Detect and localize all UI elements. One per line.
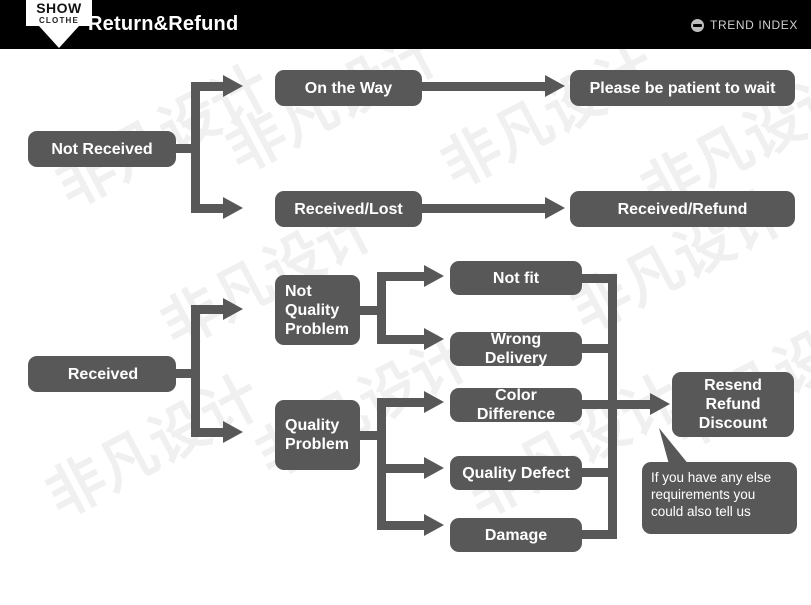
node-color-difference[interactable]: Color Difference <box>450 387 582 423</box>
arrow-to-please-wait <box>545 75 565 97</box>
connector-leaf-damage-out <box>580 530 616 539</box>
connector-on-the-way-to-wait <box>420 82 548 91</box>
node-on-the-way[interactable]: On the Way <box>275 70 422 106</box>
brand-mark: TREND INDEX <box>691 18 798 32</box>
brand-label: TREND INDEX <box>710 18 798 32</box>
connector-received-stem <box>174 369 200 378</box>
trend-index-icon <box>691 18 705 32</box>
node-label: Quality Problem <box>285 417 350 453</box>
node-label: Received/Lost <box>294 200 403 218</box>
arrow-to-damage <box>424 514 444 536</box>
node-label: Damage <box>484 526 548 544</box>
connector-to-wrong-delivery <box>377 335 425 344</box>
logo-primary-text: SHOW <box>36 0 82 16</box>
node-label: Received <box>67 365 139 383</box>
node-label: Wrong Delivery <box>484 331 548 367</box>
node-label: On the Way <box>304 79 393 97</box>
arrow-to-not-quality-problem <box>223 298 243 320</box>
arrow-to-quality-problem <box>223 421 243 443</box>
connector-to-quality-defect <box>377 464 425 473</box>
node-quality-defect[interactable]: Quality Defect <box>450 456 582 490</box>
node-damage[interactable]: Damage <box>450 518 582 552</box>
arrow-to-not-fit <box>424 265 444 287</box>
connector-to-not-fit <box>377 272 425 281</box>
connector-to-color-difference <box>377 398 425 407</box>
arrow-to-resend <box>650 393 670 415</box>
arrow-to-received-refund <box>545 197 565 219</box>
node-wrong-delivery[interactable]: Wrong Delivery <box>450 331 582 367</box>
arrow-to-received-lost <box>223 197 243 219</box>
logo-banner-shape <box>26 0 92 26</box>
node-please-be-patient-to-wait[interactable]: Please be patient to wait <box>570 70 795 106</box>
node-label: Color Difference <box>476 387 556 423</box>
connector-not-received-bus <box>191 82 200 213</box>
page-title: Return&Refund <box>88 13 239 35</box>
node-label: Not fit <box>492 269 540 287</box>
connector-leaf-color-difference-out <box>580 400 616 409</box>
callout-note: If you have any else requirements you co… <box>642 462 797 534</box>
node-label: Resend Refund Discount <box>698 377 768 432</box>
connector-leaf-not-fit-out <box>580 274 616 283</box>
connector-to-damage <box>377 521 425 530</box>
node-label: Received/Refund <box>617 200 748 218</box>
connector-nqp-stem <box>358 306 384 315</box>
connector-qp-stem <box>358 431 384 440</box>
arrow-to-color-difference <box>424 391 444 413</box>
node-received-refund[interactable]: Received/Refund <box>570 191 795 227</box>
arrow-to-quality-defect <box>424 457 444 479</box>
arrow-to-wrong-delivery <box>424 328 444 350</box>
node-not-fit[interactable]: Not fit <box>450 261 582 295</box>
node-label: Not Quality Problem <box>285 282 350 338</box>
arrow-to-on-the-way <box>223 75 243 97</box>
connector-received-lost-to-refund <box>420 204 548 213</box>
connector-nqp-bus <box>377 272 386 344</box>
logo-triangle-icon <box>39 26 79 48</box>
node-not-quality-problem[interactable]: Not Quality Problem <box>275 275 360 345</box>
node-received-lost[interactable]: Received/Lost <box>275 191 422 227</box>
logo-secondary-text: CLOTHE <box>38 16 80 25</box>
node-quality-problem[interactable]: Quality Problem <box>275 400 360 470</box>
connector-leaf-quality-defect-out <box>580 468 616 477</box>
connector-to-on-the-way <box>191 82 225 91</box>
connector-to-resend <box>608 400 652 409</box>
connector-to-not-quality-problem <box>191 305 225 314</box>
connector-to-quality-problem <box>191 428 225 437</box>
node-not-received[interactable]: Not Received <box>28 131 176 167</box>
page-header: SHOW CLOTHE Return&Refund TREND INDEX <box>0 0 811 49</box>
connector-to-received-lost <box>191 204 225 213</box>
node-label: Quality Defect <box>462 464 570 482</box>
connector-not-received-stem <box>174 144 200 153</box>
node-received[interactable]: Received <box>28 356 176 392</box>
connector-leaf-wrong-delivery-out <box>580 344 616 353</box>
connector-received-bus <box>191 305 200 437</box>
brand-logo: SHOW CLOTHE <box>26 0 92 49</box>
node-resend-refund-discount[interactable]: Resend Refund Discount <box>672 372 794 437</box>
node-label: Please be patient to wait <box>589 79 776 97</box>
node-label: Not Received <box>51 140 153 158</box>
callout-text: If you have any else requirements you co… <box>651 470 772 519</box>
